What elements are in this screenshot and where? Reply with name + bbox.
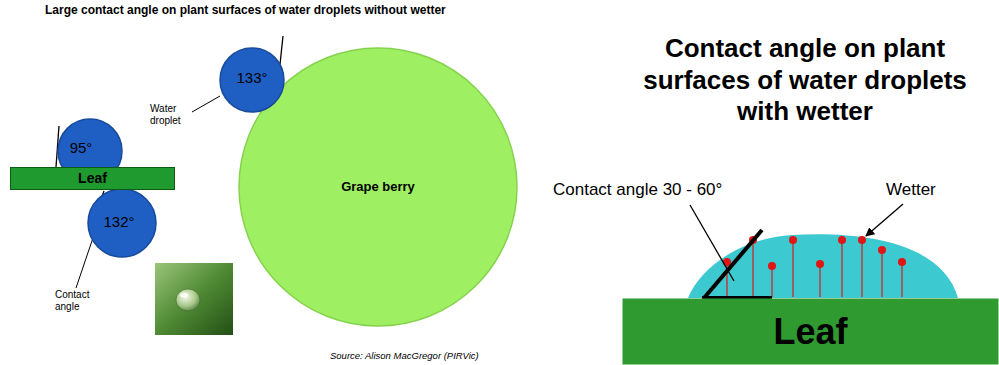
callout-label-block: Wetter [886,180,966,200]
callout-label: Water droplet [150,103,205,126]
wetter-head [878,246,886,254]
water-droplet: 133° [219,47,285,113]
wetter-head [898,258,906,266]
wetter-head [789,236,797,244]
photo-highlight [180,293,188,298]
water-droplet-shape [88,189,156,257]
water-droplet-shape [220,48,284,112]
wetter-tail [771,266,772,297]
node-label: 133° [236,70,267,87]
node-label: Leaf [78,171,107,186]
leaf-band: Leaf [10,167,175,190]
wetter-tail [841,240,842,297]
leader-line [192,96,220,112]
leader-line [690,205,734,281]
title: Large contact angle on plant surfaces of… [45,3,446,17]
wetter-tail [881,250,882,297]
wetter-tail [752,240,753,297]
callout-label-block: Water droplet [150,103,205,126]
title-block: Large contact angle on plant surfaces of… [45,3,446,17]
leaf-band-shape [11,168,175,190]
node-label: 132° [103,214,134,231]
wetter-tail [901,262,902,297]
leader-arrow [866,204,903,236]
leaf-surface-shape [623,299,999,365]
callout-label-block: Contact angle [55,289,105,312]
source-note: Source: Alison MacGregor (PIRVic) [330,351,630,362]
callout-label: Contact angle 30 - 60° [553,180,793,200]
callout-label-block: Contact angle 30 - 60° [553,180,793,200]
callout-label: Contact angle [55,289,105,312]
panel-heading: Contact angle on plant surfaces of water… [615,33,995,128]
source-note-block: Source: Alison MacGregor (PIRVic) [330,351,630,362]
node-label: Leaf [773,312,847,352]
node-label: 95° [70,140,93,157]
photo-droplet [176,289,200,311]
wetter-head [858,236,866,244]
wetter-tail [819,264,820,297]
leaf-surface: Leaf [622,298,999,365]
photo-thumbnail [155,263,233,335]
wetter-tail [861,240,862,297]
angle-line [704,230,762,298]
wetter-tail [792,240,793,297]
wetted-droplet [688,234,958,298]
water-droplet: 132° [87,188,157,258]
panel-heading-block: Contact angle on plant surfaces of water… [615,33,995,128]
callout-label: Wetter [886,180,966,200]
wetter-head [768,262,776,270]
node-label: Grape berry [341,180,415,194]
grape-berry-shape [239,48,517,326]
wetter-head [838,236,846,244]
wetter-head [816,260,824,268]
